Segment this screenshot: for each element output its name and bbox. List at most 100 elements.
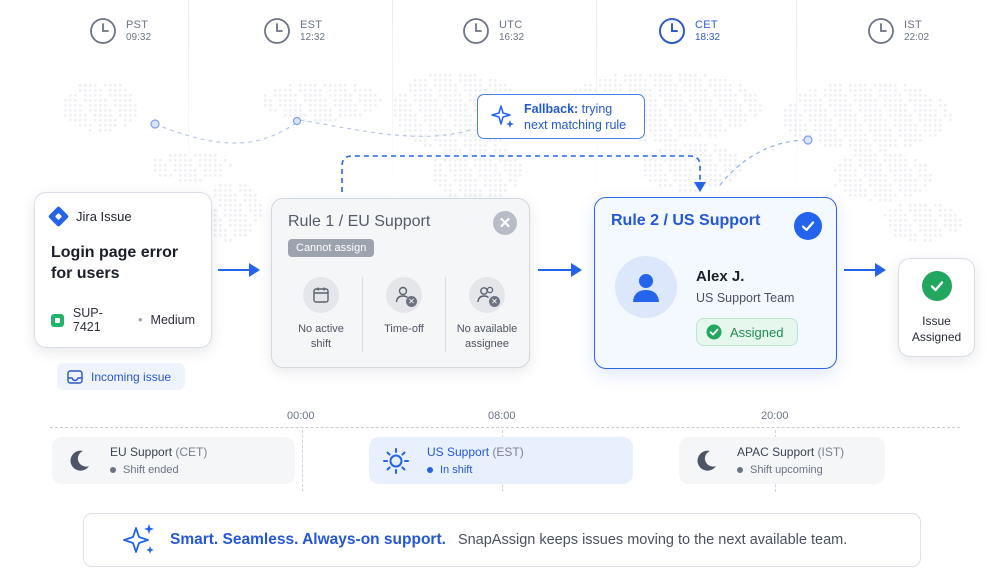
map-dot	[754, 109, 757, 112]
map-dot	[429, 109, 432, 112]
map-dot	[799, 99, 802, 102]
map-dot	[434, 104, 437, 107]
route-node	[292, 116, 302, 126]
map-dot	[684, 134, 687, 137]
map-dot	[739, 164, 742, 167]
map-dot	[474, 144, 477, 147]
map-dot	[444, 74, 447, 77]
map-dot	[64, 104, 67, 107]
map-dot	[454, 169, 457, 172]
map-dot	[369, 104, 372, 107]
map-dot	[679, 109, 682, 112]
map-dot	[864, 119, 867, 122]
map-dot	[394, 109, 397, 112]
map-dot	[664, 159, 667, 162]
map-dot	[879, 144, 882, 147]
map-dot	[904, 169, 907, 172]
map-dot	[674, 154, 677, 157]
map-dot	[904, 194, 907, 197]
map-dot	[604, 89, 607, 92]
issue-title-line2: for users	[51, 265, 120, 282]
map-dot	[909, 144, 912, 147]
map-dot	[914, 134, 917, 137]
map-dot	[659, 149, 662, 152]
map-dot	[654, 74, 657, 77]
map-dot	[119, 94, 122, 97]
map-dot	[904, 229, 907, 232]
reason-label-line1: Time-off	[384, 323, 424, 335]
map-dot	[464, 184, 467, 187]
map-dot	[889, 214, 892, 217]
issue-key[interactable]: SUP-7421	[72, 306, 103, 334]
map-dot	[854, 144, 857, 147]
map-dot	[919, 229, 922, 232]
map-dot	[749, 94, 752, 97]
map-dot	[694, 164, 697, 167]
map-dot	[229, 224, 232, 227]
map-dot	[484, 174, 487, 177]
map-dot	[354, 104, 357, 107]
map-dot	[284, 89, 287, 92]
map-dot	[449, 154, 452, 157]
map-dot	[869, 164, 872, 167]
map-dot	[239, 189, 242, 192]
map-dot	[659, 119, 662, 122]
map-dot	[869, 104, 872, 107]
map-dot	[179, 164, 182, 167]
map-dot	[849, 144, 852, 147]
map-dot	[469, 74, 472, 77]
map-dot	[899, 99, 902, 102]
map-dot	[229, 189, 232, 192]
map-dot	[719, 184, 722, 187]
map-dot	[419, 139, 422, 142]
map-dot	[239, 209, 242, 212]
map-dot	[239, 234, 242, 237]
shift-status: In shift	[440, 464, 473, 476]
shift-name: EU Support	[110, 445, 173, 459]
map-dot	[654, 84, 657, 87]
map-dot	[904, 159, 907, 162]
map-dot	[289, 84, 292, 87]
map-dot	[444, 104, 447, 107]
map-dot	[219, 189, 222, 192]
map-dot	[209, 154, 212, 157]
map-dot	[864, 154, 867, 157]
map-dot	[674, 114, 677, 117]
map-dot	[669, 184, 672, 187]
map-dot	[889, 184, 892, 187]
map-dot	[739, 114, 742, 117]
map-dot	[879, 199, 882, 202]
map-dot	[899, 169, 902, 172]
rule2-card[interactable]: Rule 2 / US Support Alex J. US Support T…	[594, 197, 837, 369]
map-dot	[864, 94, 867, 97]
map-dot	[449, 129, 452, 132]
map-dot	[349, 114, 352, 117]
map-dot	[254, 204, 257, 207]
map-dot	[849, 109, 852, 112]
map-dot	[859, 179, 862, 182]
map-dot	[924, 109, 927, 112]
map-dot	[674, 109, 677, 112]
map-dot	[659, 129, 662, 132]
map-dot	[474, 74, 477, 77]
map-dot	[659, 79, 662, 82]
map-dot	[109, 129, 112, 132]
rule1-card[interactable]: Rule 1 / EU Support ✕ Cannot assign No a…	[271, 198, 530, 368]
map-dot	[469, 189, 472, 192]
map-dot	[844, 189, 847, 192]
map-dot	[934, 234, 937, 237]
map-dot	[904, 139, 907, 142]
map-dot	[184, 169, 187, 172]
map-dot	[414, 139, 417, 142]
fallback-label-rest: trying	[578, 101, 613, 116]
clock-time: 18:32	[695, 31, 721, 43]
map-dot	[319, 114, 322, 117]
map-dot	[124, 89, 127, 92]
map-dot	[689, 114, 692, 117]
map-dot	[189, 159, 192, 162]
map-dot	[804, 94, 807, 97]
map-dot	[904, 179, 907, 182]
map-dot	[664, 119, 667, 122]
